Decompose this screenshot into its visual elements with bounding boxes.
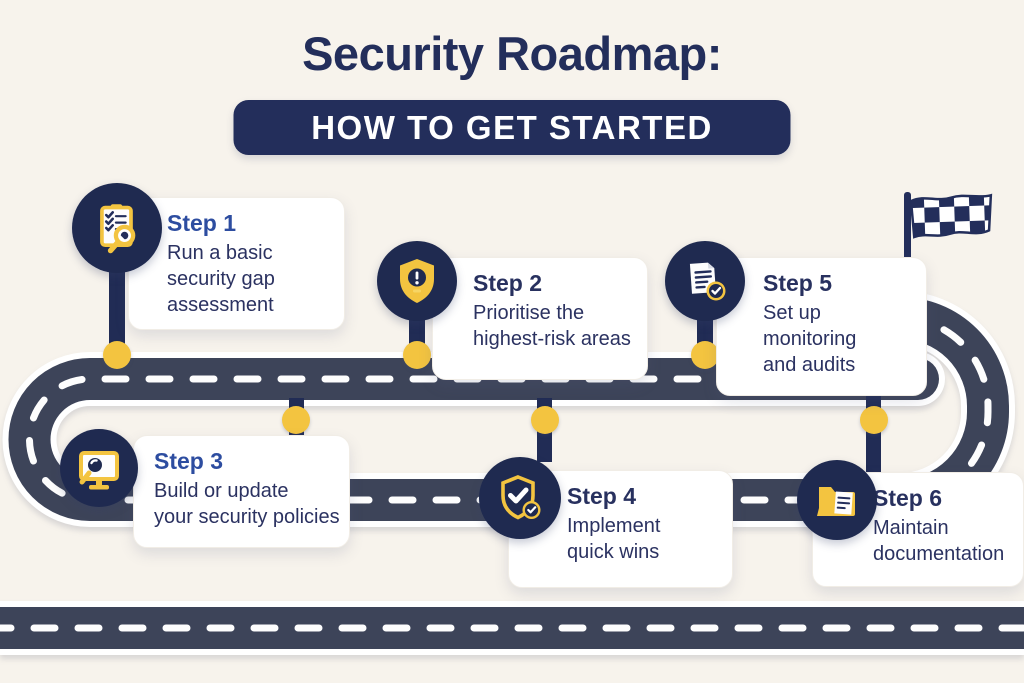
step-5-card: Step 5 Set up monitoring and audits <box>716 257 927 396</box>
step-6-title: Step 6 <box>873 485 943 511</box>
shield-check-icon <box>501 475 541 520</box>
checkered-flag-icon <box>909 193 993 239</box>
folder-doc-icon <box>817 487 855 516</box>
step-3-text-line: your security policies <box>154 506 340 528</box>
step-1-card: Step 1 Run a basic security gap assessme… <box>128 197 345 330</box>
step-3-text-line: Build or update <box>154 480 289 502</box>
step-5-text-line: Set up <box>763 302 821 324</box>
step-1-badge <box>72 183 162 273</box>
step-1-text-line: security gap <box>167 268 275 290</box>
step-6-text-line: Maintain <box>873 517 949 539</box>
step-2-badge <box>377 241 457 321</box>
step-5-badge <box>665 241 745 321</box>
step-2-text-line: highest-risk areas <box>473 328 631 350</box>
step-5-road-dot <box>691 341 719 369</box>
step-3-badge <box>60 429 138 507</box>
step-3-card: Step 3 Build or update your security pol… <box>133 435 350 548</box>
banner: HOW TO GET STARTED <box>233 100 791 155</box>
document-check-icon <box>689 262 726 301</box>
banner-label: HOW TO GET STARTED <box>311 108 713 146</box>
step-2-text-line: Prioritise the <box>473 302 585 324</box>
step-1-text-line: assessment <box>167 294 274 316</box>
step-4-badge <box>479 457 561 539</box>
step-3-road-dot <box>282 406 310 434</box>
step-4-title: Step 4 <box>567 483 637 509</box>
step-1-pin-stem <box>109 262 125 356</box>
step-4-text-line: quick wins <box>567 541 660 563</box>
step-2-card: Step 2 Prioritise the highest-risk areas <box>432 257 648 380</box>
step-5-text-line: and audits <box>763 354 856 376</box>
step-3-title: Step 3 <box>154 448 224 474</box>
step-4-road-dot <box>531 406 559 434</box>
step-6-road-dot <box>860 406 888 434</box>
step-1-road-dot <box>103 341 131 369</box>
step-1-title: Step 1 <box>167 210 237 236</box>
step-6-badge <box>797 460 877 540</box>
step-6-text-line: documentation <box>873 543 1005 565</box>
step-4-text-line: Implement <box>567 515 661 537</box>
step-2-road-dot <box>403 341 431 369</box>
step-5-text-line: monitoring <box>763 328 857 350</box>
checklist-magnifier-icon <box>100 204 136 254</box>
page-title: Security Roadmap: <box>302 27 722 80</box>
monitor-magnifier-icon <box>79 451 119 490</box>
step-5-title: Step 5 <box>763 270 833 296</box>
step-1-text-line: Run a basic <box>167 242 273 264</box>
shield-alert-icon <box>400 259 434 303</box>
flag-pole <box>904 192 911 260</box>
step-2-title: Step 2 <box>473 270 543 296</box>
